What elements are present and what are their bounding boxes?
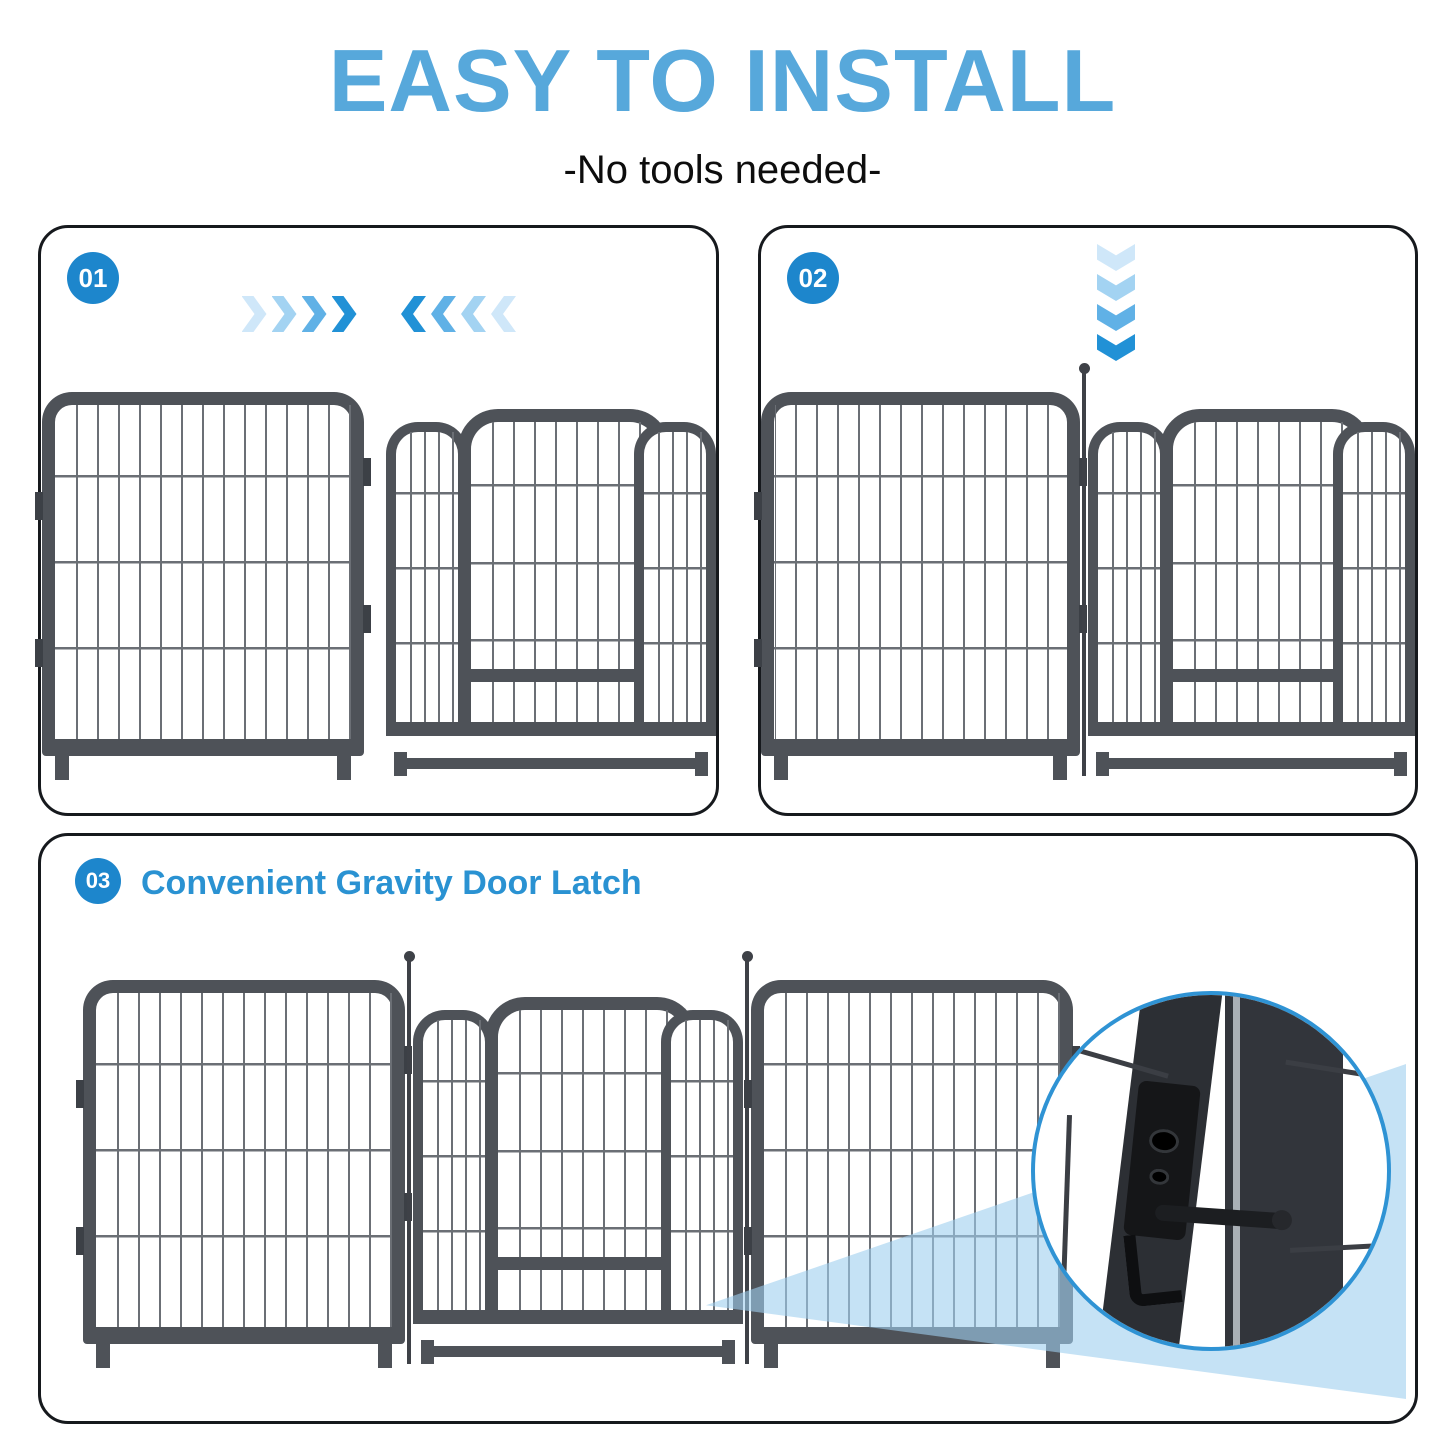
step-3-badge: 03: [75, 858, 121, 904]
connector-pin: [403, 951, 415, 1364]
fence-gate-section: [413, 997, 743, 1364]
panel-foot: [694, 752, 708, 776]
chevron-icon: [241, 296, 267, 332]
hinge-tab: [76, 1226, 84, 1255]
chevron-icon: [1097, 304, 1135, 331]
gate-base-rail: [393, 758, 708, 769]
door-bottom-bar: [470, 669, 657, 682]
panel-foot: [421, 1340, 434, 1364]
fence-panel-narrow: [661, 1010, 743, 1310]
fence-panel-narrow: [385, 422, 468, 722]
panel-wires: [96, 993, 392, 1327]
hinge-tab: [76, 1079, 84, 1108]
chevron-icon: [1097, 274, 1135, 301]
panel-wires: [774, 405, 1068, 739]
chevron-icon: [1097, 334, 1135, 361]
step-1-card: 01: [34, 225, 719, 816]
step-2-badge: 02: [787, 252, 839, 304]
panel-wires: [643, 432, 706, 722]
gate-base-rail: [1096, 758, 1408, 769]
panel-foot: [764, 1342, 778, 1368]
chevron-icon: [461, 296, 486, 332]
panel-wires: [1343, 432, 1406, 722]
panel-foot: [774, 754, 788, 780]
gate-base-rail: [421, 1346, 735, 1357]
panel-foot: [393, 752, 407, 776]
hinge-tab: [34, 491, 43, 520]
chevron-icon: [491, 296, 516, 332]
fence-panel-narrow: [1088, 422, 1171, 722]
panel-foot: [96, 1342, 110, 1368]
chevron-icon: [431, 296, 456, 332]
magnifier-circle-latch-detail: [1031, 991, 1391, 1351]
chevrons-inward-icon: [41, 296, 716, 332]
fence-panel-large: [76, 980, 412, 1368]
door-bottom-bar: [498, 1257, 684, 1270]
panel-foot: [1394, 752, 1408, 776]
fence-panel-large: [754, 392, 1088, 780]
hinge-tab: [34, 638, 43, 667]
fence-panel-narrow: [633, 422, 716, 722]
fence-gate-section: [385, 409, 716, 776]
panel-wires: [423, 1020, 485, 1310]
hinge-tab: [362, 458, 371, 487]
hinge-tab: [362, 605, 371, 634]
hinge-tab: [754, 638, 762, 667]
fence-panel-narrow: [1333, 422, 1416, 722]
chevron-icon: [1097, 244, 1135, 271]
connector-pin: [1078, 363, 1090, 776]
gate-upper-rail: [385, 722, 716, 736]
panel-wires: [671, 1020, 733, 1310]
panel-wires: [395, 432, 458, 722]
panel-wires: [54, 405, 351, 739]
gate-upper-rail: [1088, 722, 1416, 736]
fence-panel-large: [34, 392, 371, 780]
gravity-latch-hook: [1123, 1230, 1183, 1308]
step-3-heading: Convenient Gravity Door Latch: [141, 864, 642, 902]
hinge-tab: [744, 1226, 752, 1255]
gate-upper-rail: [413, 1310, 743, 1324]
chevrons-left-icon: [401, 296, 516, 332]
fence-door-panel: [457, 409, 671, 722]
fence-scene-joined: [754, 363, 1416, 780]
post-highlight: [1233, 995, 1240, 1347]
chevrons-down-icon: [1097, 244, 1135, 361]
step-3-card: 03 Convenient Gravity Door Latch: [38, 833, 1418, 1424]
fence-panel-narrow: [413, 1010, 495, 1310]
panel-foot: [378, 1342, 392, 1368]
panel-foot: [1096, 752, 1110, 776]
chevron-icon: [401, 296, 426, 332]
connector-pin: [741, 951, 753, 1364]
fence-post: [1225, 995, 1343, 1347]
fence-gate-section: [1088, 409, 1416, 776]
step-1-badge: 01: [67, 252, 119, 304]
step-2-card: 02: [754, 225, 1418, 816]
panel-wires: [1098, 432, 1161, 722]
chevron-icon: [331, 296, 357, 332]
hinge-tab: [754, 491, 762, 520]
panel-foot: [336, 754, 351, 780]
chevrons-right-icon: [241, 296, 357, 332]
page-title: EASY TO INSTALL: [328, 31, 1117, 130]
page-subtitle: -No tools needed-: [563, 148, 882, 192]
chevron-icon: [271, 296, 297, 332]
door-bottom-bar: [1173, 669, 1360, 682]
hinge-tab: [744, 1079, 752, 1108]
chevron-icon: [301, 296, 327, 332]
fence-scene-separated: [34, 392, 716, 780]
panel-foot: [1053, 754, 1068, 780]
panel-foot: [722, 1340, 735, 1364]
panel-foot: [54, 754, 69, 780]
